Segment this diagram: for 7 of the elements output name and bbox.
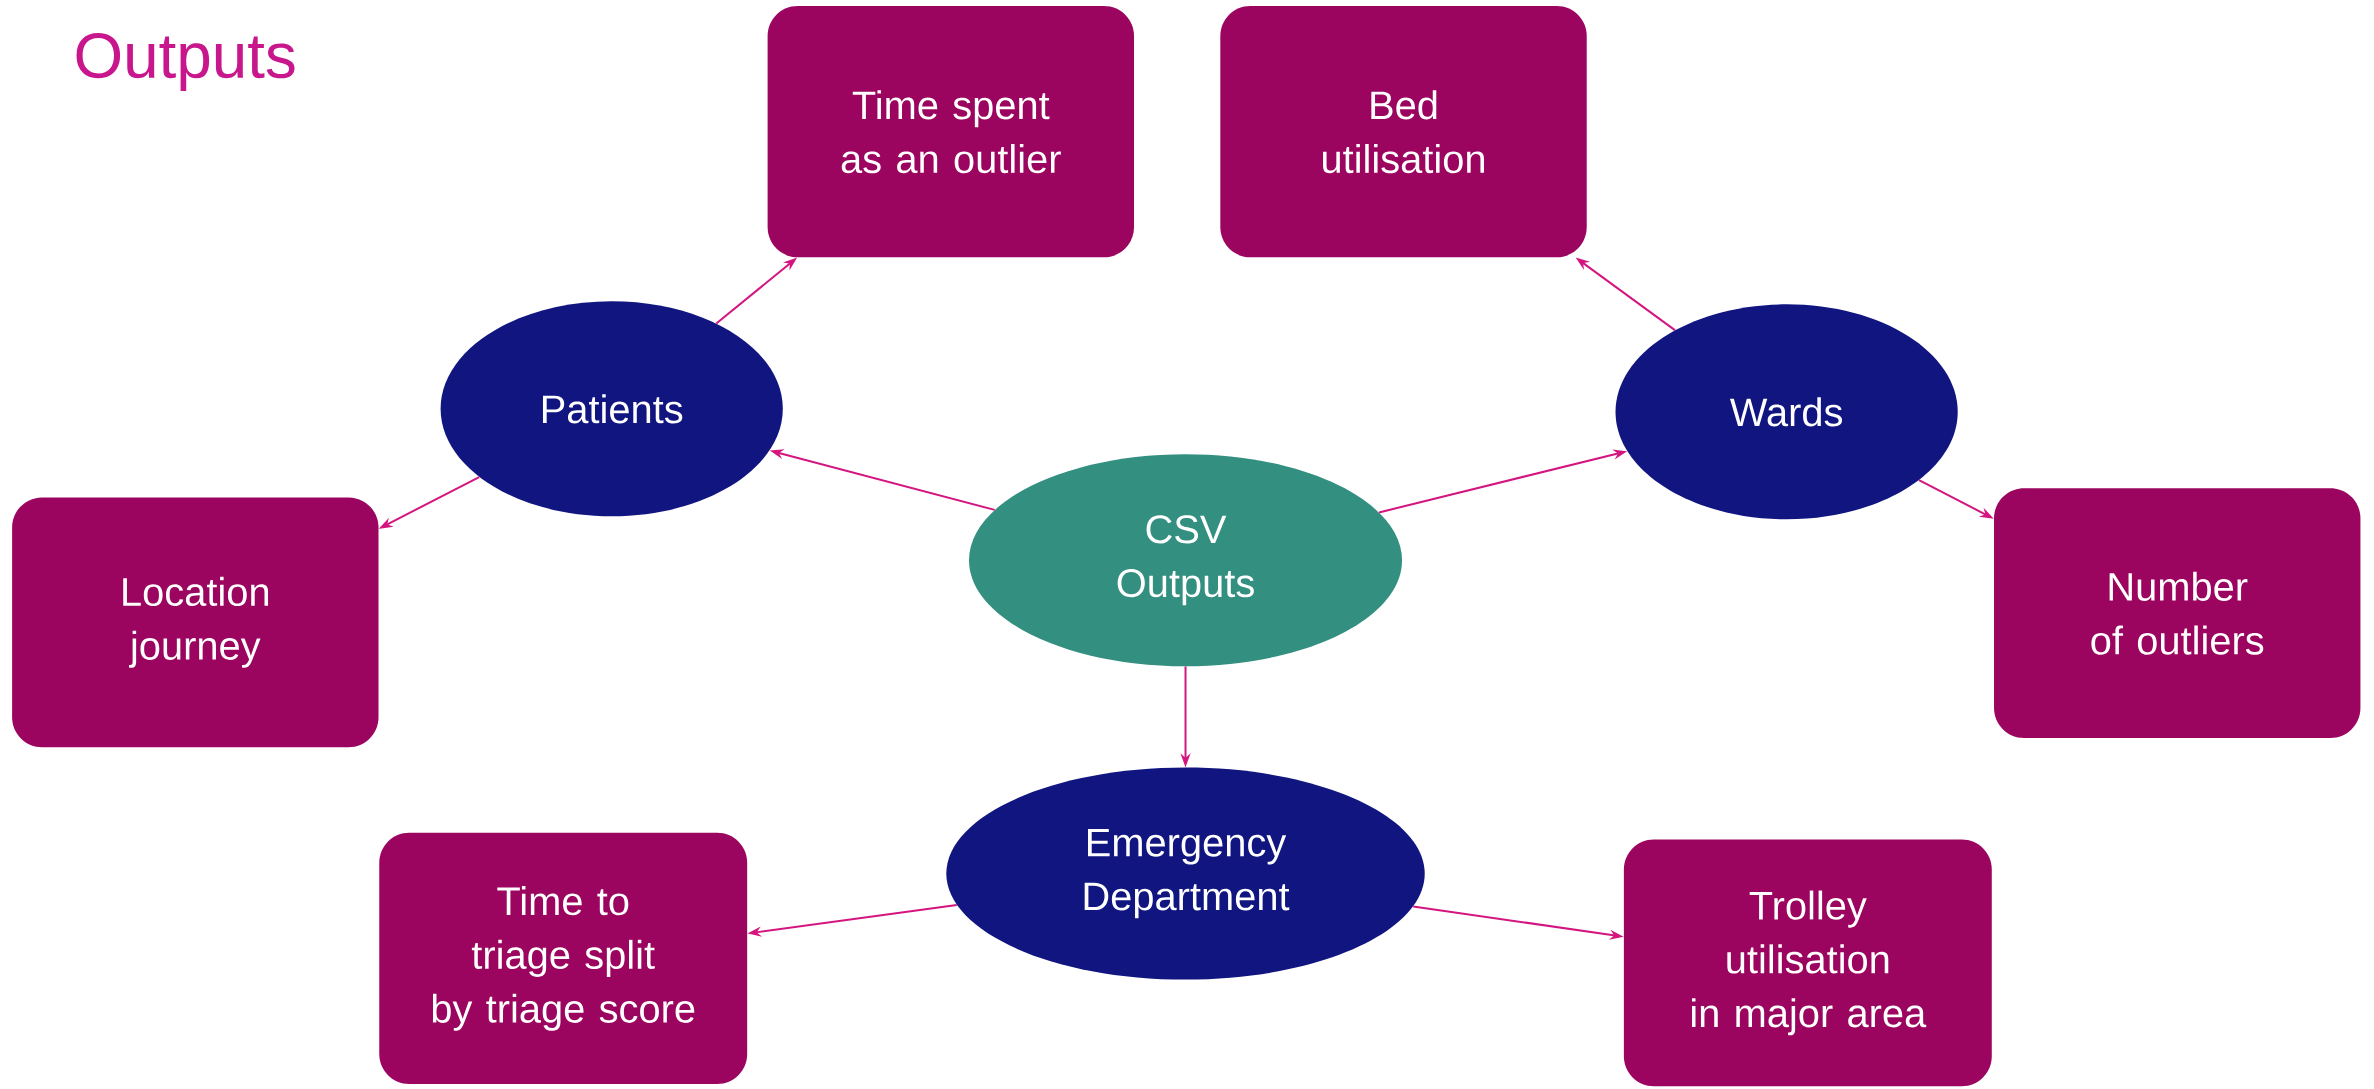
rounded-box: Time spent as an outlier [767,6,1134,258]
rounded-box: Trolley utilisation in major area [1623,839,1992,1087]
rounded-box: Location journey [12,497,379,748]
title: Outputs [76,33,295,91]
rounded-box: Number of outliers [1994,488,2361,739]
rounded-box: Time to triage split by triage score [379,832,748,1085]
rounded-box: Bed utilisation [1220,6,1587,258]
